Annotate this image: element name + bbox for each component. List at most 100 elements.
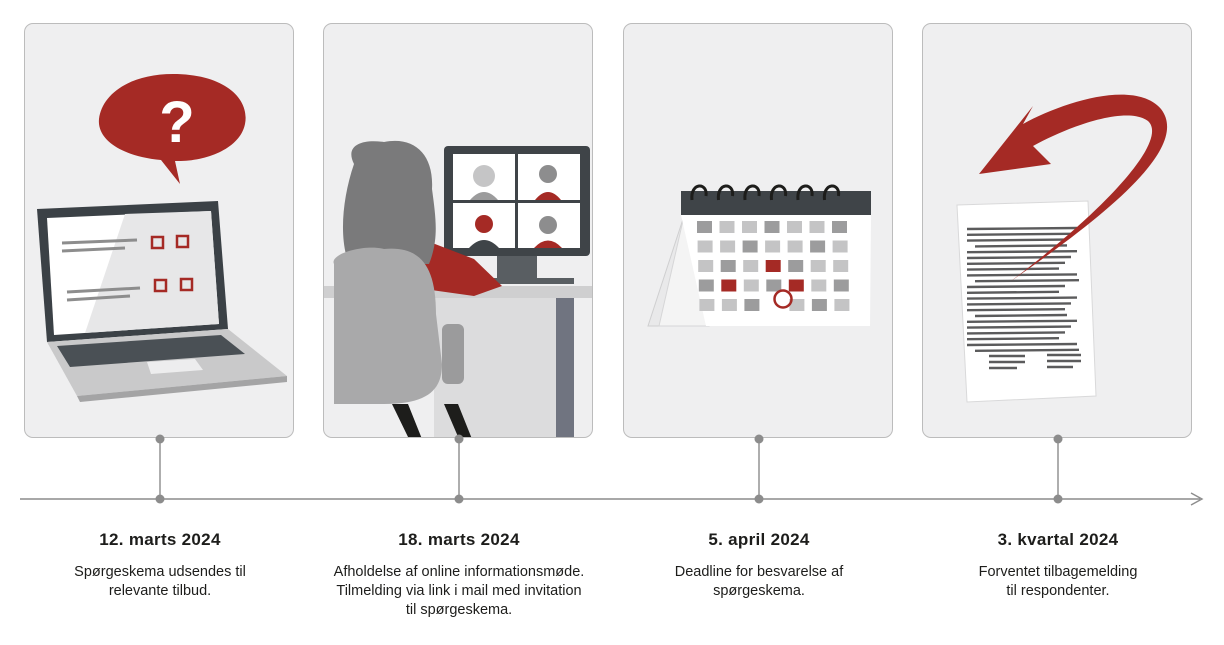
step-description: Forventet tilbagemelding til respondente… <box>978 564 1138 599</box>
person-arm <box>422 239 502 296</box>
calendar-day-cell <box>720 260 736 272</box>
document-text-line <box>966 255 1072 260</box>
calendar-illustration <box>647 184 871 327</box>
calendar-day-cell <box>721 279 737 292</box>
calendar-day-cell <box>765 240 781 253</box>
calendar-day-cell <box>699 299 715 311</box>
calendar-day-cell <box>720 240 736 253</box>
document-text-line <box>966 273 1078 277</box>
calendar-day-cell <box>811 299 827 311</box>
calendar-rings <box>690 184 841 201</box>
document-text-line <box>966 302 1072 306</box>
checkbox-icon <box>153 278 168 293</box>
document-text-line <box>974 244 1068 248</box>
timeline-marker-1 <box>155 434 165 504</box>
calendar-ring <box>822 184 841 201</box>
video-meeting-illustration <box>324 140 592 437</box>
calendar-day-cell <box>766 279 782 292</box>
calendar-day-cell <box>789 299 805 311</box>
calendar-day-grid <box>697 221 850 311</box>
calendar-day-cell <box>742 221 757 233</box>
calendar-day-cell <box>698 279 714 292</box>
timeline-step-2: 18. marts 2024 Afholdelse af online info… <box>309 530 609 620</box>
checkbox-icon <box>179 277 194 292</box>
calendar-day-cell <box>810 240 826 253</box>
calendar-day-cell <box>787 240 803 253</box>
illustration-panel-2 <box>323 23 593 438</box>
timeline-step-3: 5. april 2024 Deadline for besvarelse af… <box>609 530 909 601</box>
timeline-marker-4 <box>1053 434 1063 504</box>
calendar-day-cell <box>788 260 804 272</box>
document-text-line <box>974 348 1080 352</box>
illustration-panel-1: ? <box>24 23 294 438</box>
document-text-line <box>966 267 1060 271</box>
deadline-circle-icon <box>773 289 793 309</box>
calendar-day-cell <box>697 221 712 233</box>
calendar-ring <box>690 184 708 201</box>
question-mark-icon: ? <box>159 90 194 155</box>
laptop-keyboard <box>57 335 245 367</box>
calendar-day-cell <box>832 221 847 233</box>
document-text-line <box>966 238 1066 242</box>
desk-leg <box>556 298 574 437</box>
document-text-line <box>966 250 1078 254</box>
step-date: 12. marts 2024 <box>99 530 221 549</box>
chair-back <box>442 324 464 384</box>
calendar-day-cell <box>698 260 714 272</box>
document-text-line <box>966 325 1072 329</box>
person-hair <box>342 140 436 264</box>
timeline-arrow-icon <box>1190 492 1204 506</box>
calendar-day-cell <box>787 221 802 233</box>
document-text-line <box>966 232 1072 236</box>
calendar-day-cell <box>743 279 759 292</box>
timeline-step-4: 3. kvartal 2024 Forventet tilbagemelding… <box>908 530 1208 601</box>
document-text-line <box>966 342 1078 347</box>
document-text-lines <box>966 226 1081 370</box>
calendar-day-cell <box>765 260 781 272</box>
return-arrow-icon <box>979 94 1168 281</box>
calendar-ring <box>796 184 814 201</box>
calendar-day-cell <box>833 260 849 272</box>
document-text-line <box>966 290 1060 294</box>
document-text-line <box>966 337 1060 341</box>
calendar-day-cell <box>833 279 849 292</box>
calendar-ring <box>716 184 735 201</box>
checkbox-icon <box>150 235 165 250</box>
calendar-day-cell <box>743 260 759 272</box>
step-date: 5. april 2024 <box>708 530 810 549</box>
calendar-binding <box>681 191 871 215</box>
document-text-line <box>966 226 1078 231</box>
document-text-line <box>966 284 1066 289</box>
calendar-day-cell <box>809 221 825 233</box>
document-text-line <box>966 331 1066 335</box>
document-text-line <box>966 261 1066 265</box>
calendar-day-cell <box>764 221 780 233</box>
illustration-panel-4 <box>922 23 1192 438</box>
illustration-panel-3 <box>623 23 893 438</box>
document-text-line <box>966 296 1078 300</box>
calendar-day-cell <box>810 260 826 272</box>
checkbox-icon <box>175 234 190 249</box>
step-description: Deadline for besvarelse af spørgeskema. <box>674 564 844 599</box>
timeline-marker-2 <box>454 434 464 504</box>
calendar-day-cell <box>744 299 760 311</box>
calendar-day-cell <box>697 240 713 253</box>
calendar-day-cell <box>788 279 804 292</box>
timeline-marker-3 <box>754 434 764 504</box>
calendar-day-cell <box>721 299 737 311</box>
step-date: 3. kvartal 2024 <box>997 530 1119 549</box>
document-text-line <box>966 308 1066 312</box>
calendar-day-cell <box>742 240 758 253</box>
person-body <box>333 247 442 404</box>
laptop-trackpad <box>147 359 203 374</box>
calendar-ring <box>769 184 788 201</box>
document-text-line <box>966 319 1078 323</box>
calendar-day-cell <box>811 279 827 292</box>
calendar-day-cell <box>719 221 735 233</box>
document-return-illustration <box>956 94 1168 403</box>
calendar-day-cell <box>834 299 850 311</box>
timeline-step-1: 12. marts 2024 Spørgeskema udsendes til … <box>10 530 310 601</box>
document-text-line <box>974 313 1068 318</box>
step-description: Afholdelse af online informationsmøde. T… <box>333 564 585 618</box>
speech-bubble-icon <box>98 74 246 184</box>
